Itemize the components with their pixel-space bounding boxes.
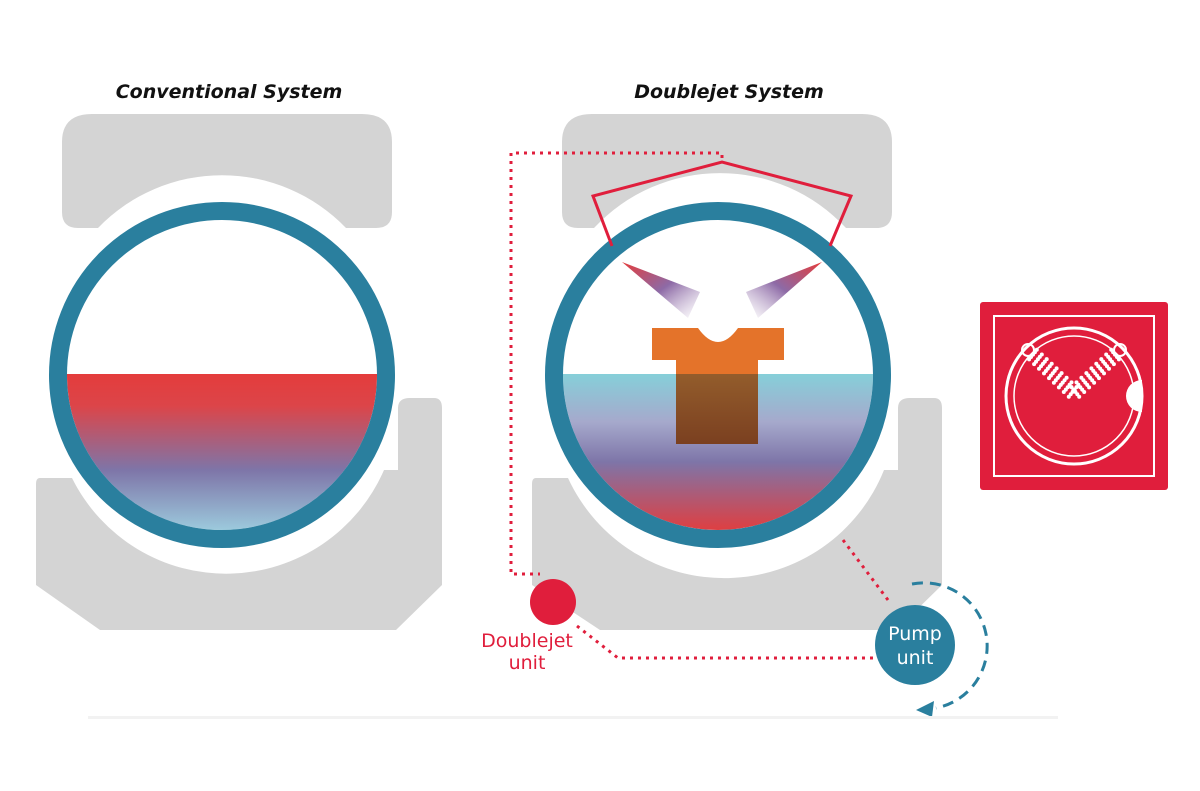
- doublejet-top-housing: [562, 114, 892, 228]
- logo-spray-dot: [1082, 390, 1087, 394]
- pump-unit-label-line2: unit: [897, 647, 934, 669]
- doublejet-system: Doublejet System Doublejet unit: [481, 81, 989, 717]
- return-line: [576, 624, 876, 660]
- doublejet-unit-label-line2: unit: [509, 652, 546, 674]
- pump-unit: [875, 605, 955, 685]
- pump-unit-label-line1: Pump: [888, 623, 942, 645]
- logo-spray-dot: [1059, 371, 1064, 376]
- logo-spray-dot: [1064, 375, 1069, 380]
- logo-spray-dot: [1102, 371, 1106, 376]
- conventional-drum: [49, 202, 395, 548]
- doublejet-feed-line: [509, 151, 724, 576]
- logo-spray-dot: [1116, 357, 1121, 362]
- logo-spray-dot: [1034, 347, 1039, 352]
- doublejet-bottom-housing: [532, 398, 942, 630]
- logo-spray-dot: [1049, 361, 1054, 366]
- left-spray-jet: [622, 262, 700, 318]
- logo-spray-dots: [1027, 347, 1121, 399]
- logo-spray-dot: [1092, 380, 1097, 385]
- logo-spray-dot: [1044, 357, 1049, 362]
- spray-arm: [591, 160, 854, 247]
- logo-spray-dot: [1054, 366, 1059, 371]
- logo-spray-dot: [1077, 394, 1082, 399]
- conventional-water: [67, 374, 377, 530]
- logo-spray-dot: [1039, 352, 1044, 357]
- conventional-system: Conventional System: [36, 81, 442, 630]
- logo-spray-dot: [1087, 385, 1092, 390]
- conventional-top-housing: [62, 114, 392, 228]
- pump-flow-arrow-path: [911, 581, 989, 710]
- logo-spray-dot: [1069, 380, 1074, 385]
- bottom-divider: [88, 716, 1058, 719]
- logo-spray-dot: [1111, 362, 1116, 367]
- doublejet-drum: [545, 202, 891, 548]
- pump-flow-arrowhead-icon: [916, 701, 934, 717]
- conventional-bottom-housing: [36, 398, 442, 630]
- doublejet-unit-label-line1: Doublejet: [481, 630, 573, 652]
- logo-spray-dot: [1107, 366, 1111, 371]
- doublejet-system-title: Doublejet System: [634, 81, 824, 103]
- doublejet-unit: [530, 579, 576, 625]
- right-spray-jet: [746, 262, 822, 318]
- logo-spray-dot: [1097, 376, 1101, 381]
- conventional-system-title: Conventional System: [116, 81, 343, 103]
- doublejet-drum-icon: [980, 302, 1168, 490]
